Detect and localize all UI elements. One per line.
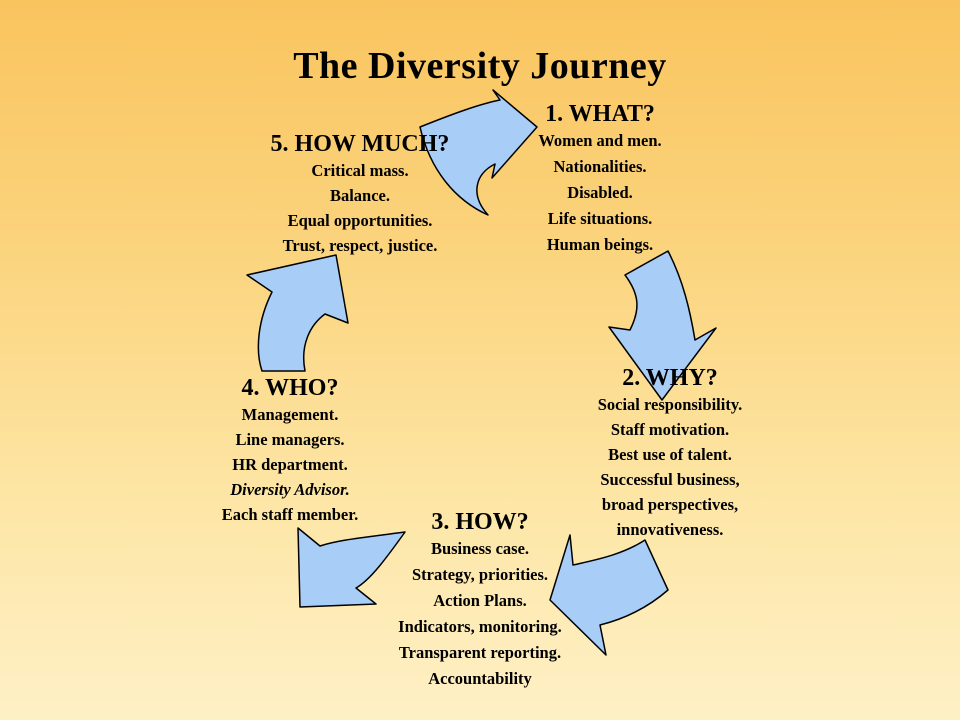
step-who-line: Management. <box>241 405 339 424</box>
step-who-line: Diversity Advisor. <box>230 480 350 499</box>
step-what-line: Human beings. <box>546 235 654 254</box>
step-who-line: Line managers. <box>235 430 345 449</box>
step-who-line: Each staff member. <box>221 505 359 524</box>
arrow-why-to-how <box>549 534 669 656</box>
arrow-what-to-why <box>608 250 717 401</box>
arrow-how-to-who <box>297 527 406 608</box>
step-how-line: Accountability <box>428 669 532 688</box>
step-who-line: HR department. <box>232 455 348 474</box>
step-how-line: Indicators, monitoring. <box>398 617 562 636</box>
step-how-line: Strategy, priorities. <box>411 565 549 584</box>
step-what-line: Nationalities. <box>553 157 647 176</box>
step-what: 1. WHAT? Women and men. Nationalities. D… <box>500 100 700 258</box>
step-who: 4. WHO? Management. Line managers. HR de… <box>190 374 390 527</box>
arrow-who-to-much <box>246 254 349 372</box>
arrow-much-to-what <box>419 89 538 216</box>
step-what-line: Disabled. <box>567 183 633 202</box>
step-how-much-line: Balance. <box>329 186 391 205</box>
step-why-heading: 2. WHY? <box>622 365 718 391</box>
step-how-line: Business case. <box>430 539 530 558</box>
page-title: The Diversity Journey <box>293 45 667 87</box>
step-why-line: Staff motivation. <box>610 420 730 439</box>
step-why: 2. WHY? Social responsibility. Staff mot… <box>560 364 780 542</box>
step-why-line: innovativeness. <box>616 520 724 539</box>
step-what-heading: 1. WHAT? <box>545 101 655 127</box>
step-who-heading: 4. WHO? <box>241 375 339 401</box>
step-how-line: Action Plans. <box>433 591 527 610</box>
step-why-line: Social responsibility. <box>597 395 743 414</box>
step-how-heading: 3. HOW? <box>431 509 529 535</box>
step-what-line: Life situations. <box>547 209 653 228</box>
step-how: 3. HOW? Business case. Strategy, priorit… <box>360 508 600 692</box>
step-why-line: Best use of talent. <box>608 445 732 464</box>
step-how-much-heading: 5. HOW MUCH? <box>270 131 450 157</box>
step-how-much-line: Trust, respect, justice. <box>282 236 438 255</box>
step-why-line: Successful business, <box>600 470 740 489</box>
step-how-line: Transparent reporting. <box>398 643 562 662</box>
step-why-line: broad perspectives, <box>601 495 739 514</box>
step-how-much-line: Critical mass. <box>311 161 409 180</box>
step-how-much-line: Equal opportunities. <box>287 211 433 230</box>
step-what-line: Women and men. <box>538 131 662 150</box>
step-how-much: 5. HOW MUCH? Critical mass. Balance. Equ… <box>240 130 480 258</box>
